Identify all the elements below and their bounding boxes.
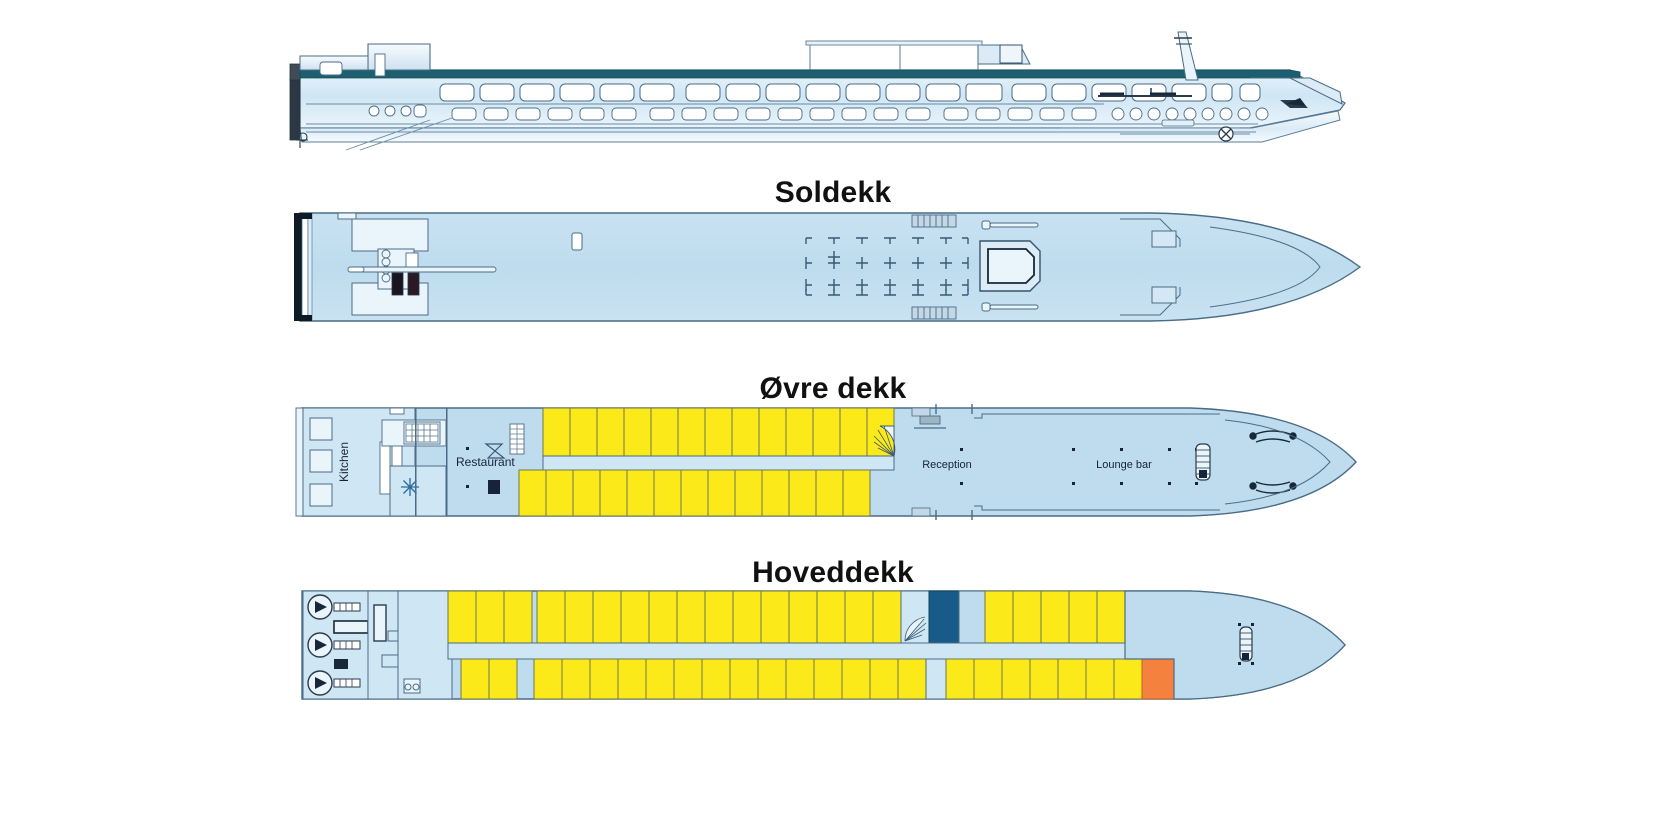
profile-stern-thruster bbox=[1218, 126, 1234, 142]
profile-deck-rail-aft bbox=[1098, 88, 1192, 97]
hoved-fore-space bbox=[1124, 590, 1346, 700]
profile-mast bbox=[1174, 31, 1199, 81]
soldekk-vent-grilles bbox=[911, 214, 957, 320]
hoved-cabin-highlight-blue bbox=[928, 590, 960, 644]
hoved-cabins-top-row bbox=[447, 590, 902, 644]
ovre-cabins-top-row bbox=[542, 407, 895, 457]
soldekk-stern-rail bbox=[307, 212, 313, 322]
deck-title-ovre-dekk: Øvre dekk bbox=[759, 372, 907, 405]
soldekk-hull bbox=[299, 212, 1362, 322]
soldekk-corner-aft-stbd bbox=[294, 315, 312, 321]
soldekk-handrail bbox=[347, 266, 497, 273]
deck-title-hoveddekk: Hoveddekk bbox=[752, 556, 914, 589]
profile-stern-anchor-icon bbox=[296, 132, 308, 148]
profile-lower-windows bbox=[368, 104, 1269, 121]
soldekk-dark-cabinets bbox=[391, 272, 420, 296]
ship-side-profile bbox=[289, 31, 1346, 151]
soldekk-deckchair-grid bbox=[805, 237, 969, 296]
ovre-freezer-icon bbox=[389, 465, 447, 517]
ovre-label-kitchen: Kitchen bbox=[337, 442, 351, 482]
soldekk-wheelhouse bbox=[979, 240, 1041, 292]
hoved-tank bbox=[334, 659, 348, 669]
ovre-piano bbox=[488, 480, 500, 494]
profile-hull-hatch bbox=[1161, 119, 1195, 127]
ovre-bar-unit bbox=[1195, 443, 1211, 481]
ovre-deck-doors bbox=[935, 404, 973, 520]
hoved-cabins-bottom-row bbox=[460, 658, 1143, 700]
ovre-restaurant-fixture bbox=[484, 443, 506, 459]
soldekk-stern-walk bbox=[301, 212, 309, 322]
hoved-stair-landing bbox=[900, 590, 930, 644]
profile-superstructure bbox=[299, 43, 1301, 79]
hoved-aft-rooms bbox=[397, 590, 453, 700]
ovre-label-lounge-bar: Lounge bar bbox=[1096, 459, 1152, 471]
hoved-corridor bbox=[447, 642, 1126, 660]
soldekk-corner-aft-port bbox=[294, 213, 312, 219]
ovre-kitchen-grill-icon bbox=[405, 423, 439, 443]
deck-plan-ovre-dekk: Kitchen Restaurant bbox=[295, 404, 1357, 520]
ovre-inner-wall-stbd bbox=[974, 505, 1220, 511]
hoved-fore-unit bbox=[1238, 623, 1254, 665]
ovre-bulkhead-2 bbox=[446, 408, 448, 516]
profile-sundeck-canopy bbox=[805, 40, 1031, 70]
profile-bow bbox=[1250, 77, 1343, 108]
profile-upper-windows bbox=[439, 83, 1261, 102]
ovre-spiral-stair-icon bbox=[873, 425, 896, 457]
soldekk-davits bbox=[981, 220, 1039, 312]
ovre-inner-wall-port bbox=[974, 413, 1220, 419]
deck-plan-soldekk bbox=[294, 212, 1362, 322]
ovre-bow-inner-line bbox=[1224, 419, 1331, 505]
ovre-vents bbox=[911, 407, 931, 517]
ovre-cabins-bottom-row bbox=[518, 469, 871, 517]
hoved-lobby-space bbox=[958, 590, 986, 644]
hoved-cabins-top-row-fore bbox=[984, 590, 1126, 644]
ovre-stair-fore-restaurant bbox=[509, 423, 525, 455]
deck-plan-hoveddekk bbox=[301, 590, 1346, 700]
ovre-label-reception: Reception bbox=[922, 459, 972, 471]
soldekk-bow-detail bbox=[1120, 218, 1321, 316]
soldekk-stern-plate bbox=[294, 213, 302, 321]
ovre-corridor bbox=[542, 455, 895, 471]
soldekk-midship-hatch bbox=[571, 232, 583, 251]
deck-title-soldekk: Soldekk bbox=[774, 176, 892, 209]
ovre-label-restaurant: Restaurant bbox=[456, 455, 515, 469]
ovre-stern-walk bbox=[295, 407, 304, 517]
ovre-bulkhead bbox=[415, 408, 417, 516]
hoved-switchboard bbox=[333, 620, 369, 634]
hoved-cabin-highlight-orange bbox=[1141, 658, 1175, 700]
profile-hull-lines bbox=[306, 103, 1258, 151]
ovre-lounge-seat-dots bbox=[960, 448, 1198, 485]
